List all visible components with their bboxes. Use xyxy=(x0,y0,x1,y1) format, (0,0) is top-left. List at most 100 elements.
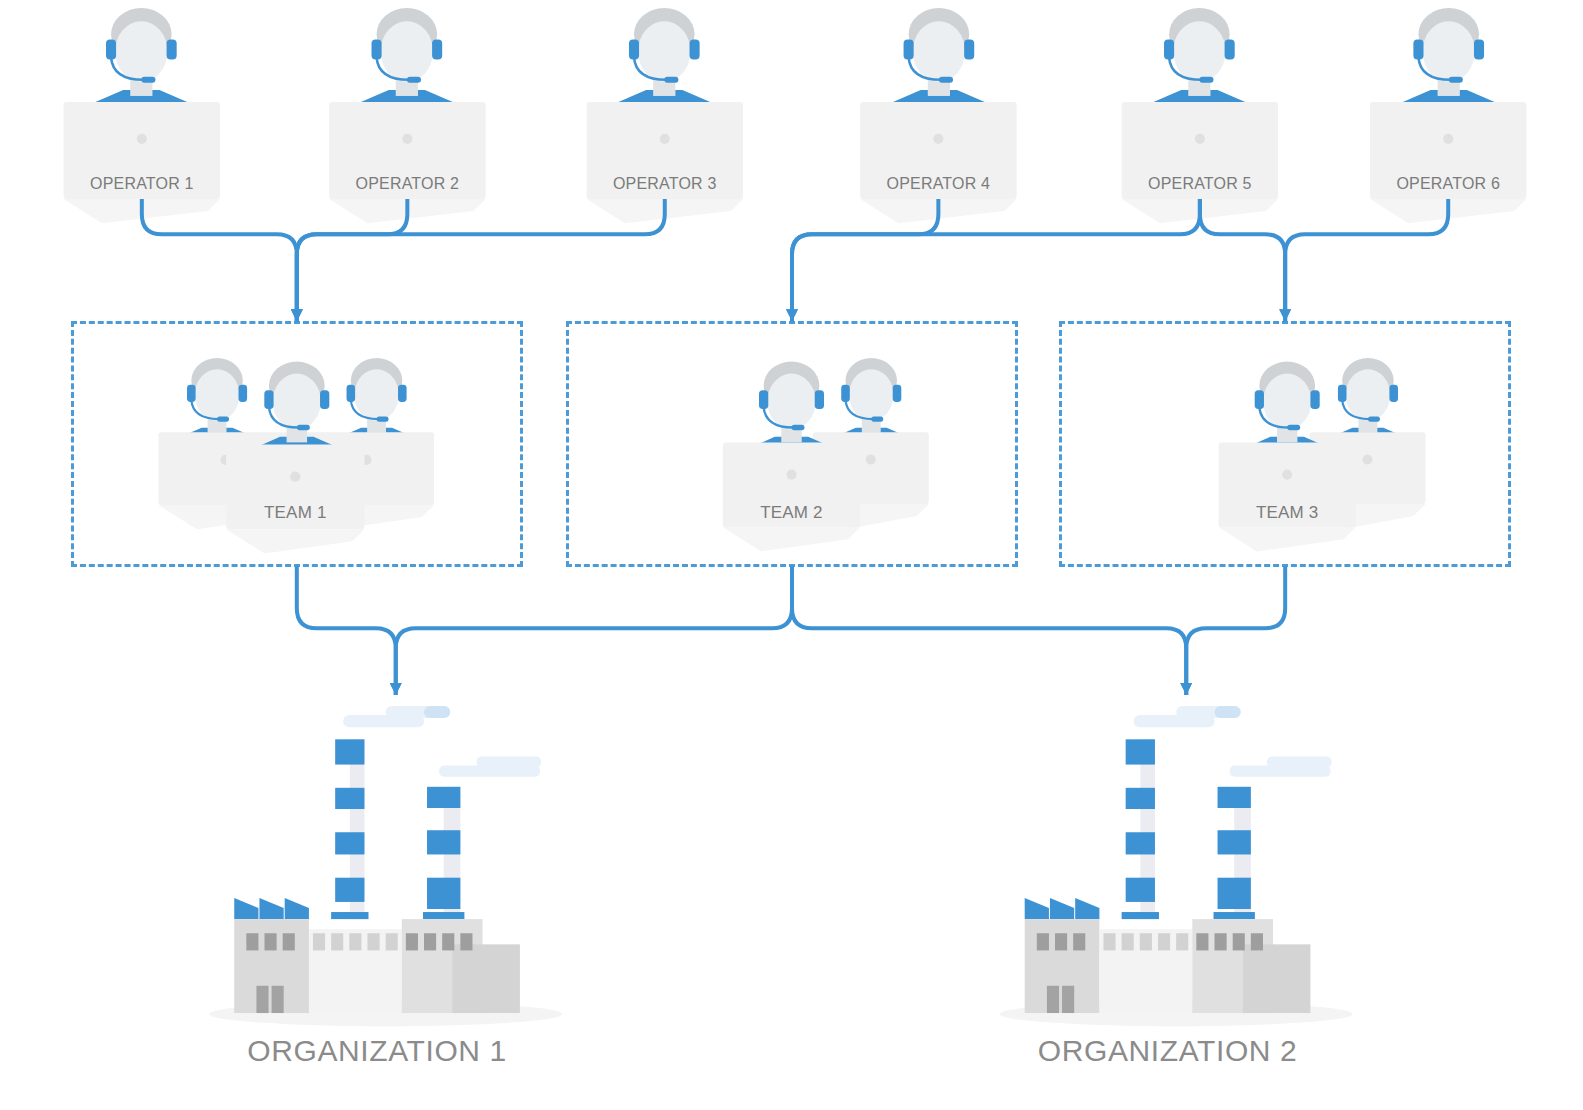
laptop-lid xyxy=(1219,442,1356,527)
window xyxy=(1055,933,1067,950)
door xyxy=(1047,986,1059,1013)
microphone xyxy=(297,425,310,431)
window xyxy=(406,933,418,950)
microphone-boom xyxy=(1342,400,1369,419)
team-group: TEAM 2 xyxy=(566,321,1017,566)
microphone xyxy=(1368,416,1380,421)
microphone xyxy=(1287,425,1300,431)
earphone xyxy=(398,385,407,402)
chimney-band xyxy=(1126,788,1155,809)
laptop-logo xyxy=(660,134,670,144)
operator-laptop: OPERATOR 4 xyxy=(860,102,1016,199)
flow-connector xyxy=(297,199,408,321)
chimney-base xyxy=(331,912,368,919)
flow-connector xyxy=(792,199,938,321)
window xyxy=(1251,933,1263,950)
earphone xyxy=(759,390,768,409)
chimney-band xyxy=(427,878,460,909)
operator-name: OPERATOR 2 xyxy=(329,174,485,194)
window xyxy=(1073,933,1085,950)
operator-head xyxy=(1241,362,1334,450)
chimney-band xyxy=(1126,739,1155,764)
operator-head xyxy=(614,8,715,104)
chimney-band xyxy=(1126,832,1155,854)
face xyxy=(767,374,815,430)
microphone-boom xyxy=(111,58,143,80)
earphone xyxy=(187,385,196,402)
earphone xyxy=(106,39,116,59)
smoke xyxy=(1215,706,1241,718)
face xyxy=(1422,21,1474,82)
flow-connector xyxy=(297,567,396,695)
flow-connector xyxy=(1200,199,1285,321)
chimney-band xyxy=(1218,787,1251,808)
face xyxy=(115,21,167,82)
chimney-base xyxy=(1122,912,1159,919)
operator-laptop: OPERATOR 5 xyxy=(1122,102,1278,199)
face xyxy=(638,21,690,82)
window xyxy=(1037,933,1049,950)
team-name: TEAM 2 xyxy=(723,502,860,523)
flow-connector xyxy=(297,199,665,321)
team-group: TEAM 3 xyxy=(1059,321,1511,566)
laptop-logo xyxy=(1362,454,1372,464)
window xyxy=(1233,933,1245,950)
team-group: TEAM 1 xyxy=(71,321,523,566)
earphone xyxy=(964,39,974,59)
window xyxy=(1103,933,1115,950)
roof-tooth xyxy=(1075,898,1099,919)
earphone xyxy=(264,390,273,409)
microphone xyxy=(1199,77,1213,83)
operator-head xyxy=(1325,358,1411,440)
earphone xyxy=(347,385,356,402)
organization-name: ORGANIZATION 2 xyxy=(1025,1034,1311,1068)
operator-laptop: OPERATOR 1 xyxy=(64,102,220,199)
window xyxy=(386,933,398,950)
laptop-logo xyxy=(290,472,300,482)
earphone xyxy=(1338,385,1347,402)
door xyxy=(272,986,284,1013)
operator-head xyxy=(745,362,838,450)
window xyxy=(460,933,472,950)
chimney xyxy=(335,739,364,919)
chimney-band xyxy=(335,832,364,854)
organization-factory: ORGANIZATION 1 xyxy=(234,695,520,1071)
microphone-boom xyxy=(269,407,299,427)
roof-tooth xyxy=(1025,898,1049,919)
face xyxy=(195,369,240,421)
window xyxy=(1215,933,1227,950)
factory-illustration xyxy=(999,706,1352,1026)
face xyxy=(913,21,965,82)
window xyxy=(1122,933,1134,950)
laptop-lid xyxy=(587,102,743,199)
chimney-band xyxy=(335,739,364,764)
window xyxy=(1140,933,1152,950)
chimney-band xyxy=(427,830,460,854)
flow-connector xyxy=(792,567,1186,695)
organization-name: ORGANIZATION 1 xyxy=(234,1034,520,1068)
face xyxy=(1173,21,1225,82)
earphone xyxy=(893,385,902,402)
face xyxy=(1263,374,1311,430)
earphone xyxy=(1310,390,1319,409)
chimney-band xyxy=(427,787,460,808)
operator-head xyxy=(1398,8,1499,104)
earphone xyxy=(815,390,824,409)
microphone-boom xyxy=(1418,58,1450,80)
operator-head xyxy=(250,362,343,450)
roof-tooth xyxy=(259,898,283,919)
laptop-logo xyxy=(786,470,796,480)
microphone-boom xyxy=(351,400,378,419)
roof-tooth xyxy=(1050,898,1074,919)
chimney-band xyxy=(1218,878,1251,909)
operator-head xyxy=(174,358,260,440)
smoke xyxy=(477,756,542,767)
laptop-lid xyxy=(1370,102,1526,199)
face xyxy=(273,374,321,430)
chimney xyxy=(1218,787,1251,919)
chimney-band xyxy=(1218,830,1251,854)
operator-laptop: OPERATOR 2 xyxy=(329,102,485,199)
earphone xyxy=(690,39,700,59)
